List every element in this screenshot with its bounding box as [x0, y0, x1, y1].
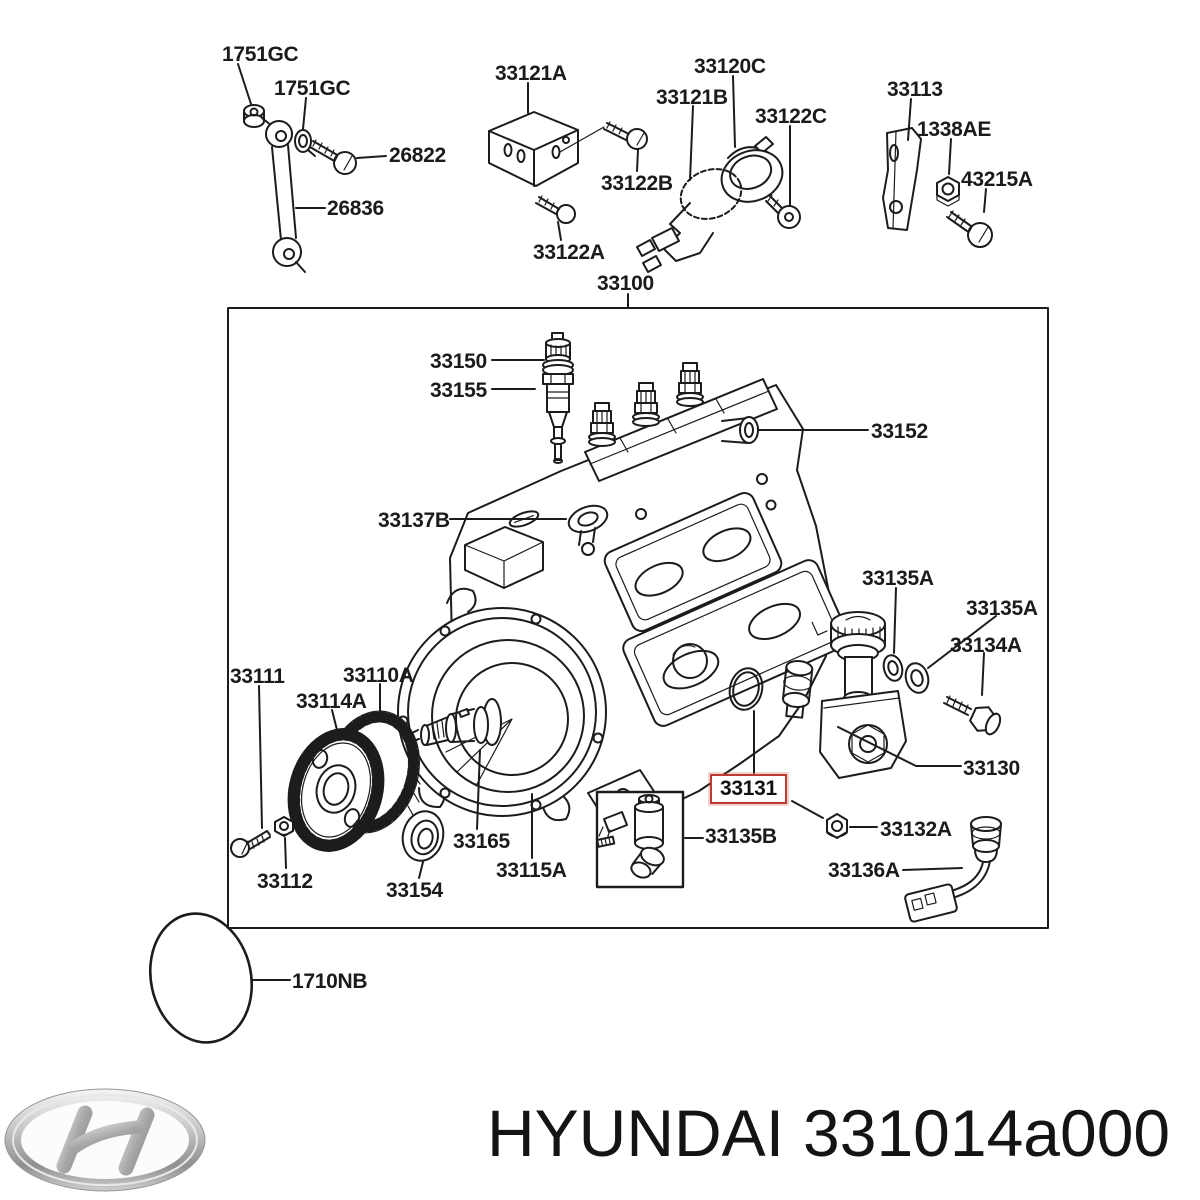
oil-seal-drawing	[401, 810, 445, 862]
part-label-26822: 26822	[389, 144, 446, 167]
part-label-1338AE: 1338AE	[917, 118, 992, 141]
front-cover-drawing	[397, 587, 607, 822]
part-label-33136A: 33136A	[828, 859, 900, 882]
part-label-33152: 33152	[871, 420, 928, 443]
part-label-33122A: 33122A	[533, 241, 605, 264]
part-label-33121A: 33121A	[495, 62, 567, 85]
part-number-text: 331014a000	[803, 1096, 1171, 1170]
governor-drawing	[636, 136, 801, 273]
bolt-33134A-drawing	[943, 695, 1002, 736]
body-solenoid-drawing	[782, 660, 814, 719]
part-label-33130: 33130	[963, 757, 1020, 780]
gear-fasteners-drawing	[230, 816, 294, 858]
o-ring-1710NB-drawing	[148, 912, 254, 1044]
part-label-1751GC-b: 1751GC	[274, 77, 351, 100]
part-label-33100: 33100	[597, 272, 654, 295]
footer-part-number: HYUNDAI 331014a000	[487, 1100, 1170, 1166]
part-label-33135A-b: 33135A	[966, 597, 1038, 620]
part-label-33135A-a: 33135A	[862, 567, 934, 590]
part-label-33134A: 33134A	[950, 634, 1022, 657]
part-label-33135B: 33135B	[705, 825, 777, 848]
part-label-33155: 33155	[430, 379, 487, 402]
bracket-33121A-drawing	[488, 111, 648, 224]
part-label-33122B: 33122B	[601, 172, 673, 195]
bracket-33113-drawing	[882, 127, 993, 248]
o-ring-33131-drawing	[728, 667, 764, 711]
sensor-33136A-drawing	[904, 816, 1002, 923]
part-label-43215A: 43215A	[961, 168, 1033, 191]
solenoid-detail-box	[595, 790, 685, 889]
part-label-33131: 33131	[710, 774, 787, 804]
drive-gear-drawing	[287, 710, 421, 852]
nut-33132A-drawing	[826, 813, 848, 839]
part-label-1710NB: 1710NB	[292, 970, 368, 993]
part-label-33132A: 33132A	[880, 818, 952, 841]
part-label-33154: 33154	[386, 879, 443, 902]
link-rod-drawing	[243, 104, 357, 273]
brand-text: HYUNDAI	[487, 1096, 785, 1170]
washers-33135A-drawing	[882, 654, 930, 694]
part-label-33137B: 33137B	[378, 509, 450, 532]
part-label-26836: 26836	[327, 197, 384, 220]
part-label-33114A: 33114A	[296, 690, 367, 713]
feed-pump-drawing	[819, 611, 907, 779]
part-label-33113: 33113	[887, 78, 943, 101]
leader-lines	[237, 63, 997, 981]
part-label-33150: 33150	[430, 350, 487, 373]
part-label-1751GC-a: 1751GC	[222, 43, 299, 66]
part-label-33120C: 33120C	[694, 55, 766, 78]
part-label-33111: 33111	[230, 665, 285, 688]
assembly-frame	[227, 307, 1049, 929]
hyundai-logo	[4, 1088, 206, 1192]
footer: HYUNDAI 331014a000	[0, 1082, 1200, 1200]
injector-drawing	[542, 332, 574, 464]
part-label-33121B: 33121B	[656, 86, 728, 109]
part-label-33110A: 33110A	[343, 664, 414, 687]
part-label-33115A: 33115A	[496, 859, 567, 882]
part-label-33122C: 33122C	[755, 105, 827, 128]
part-label-33165: 33165	[453, 830, 510, 853]
part-label-33112: 33112	[257, 870, 313, 893]
